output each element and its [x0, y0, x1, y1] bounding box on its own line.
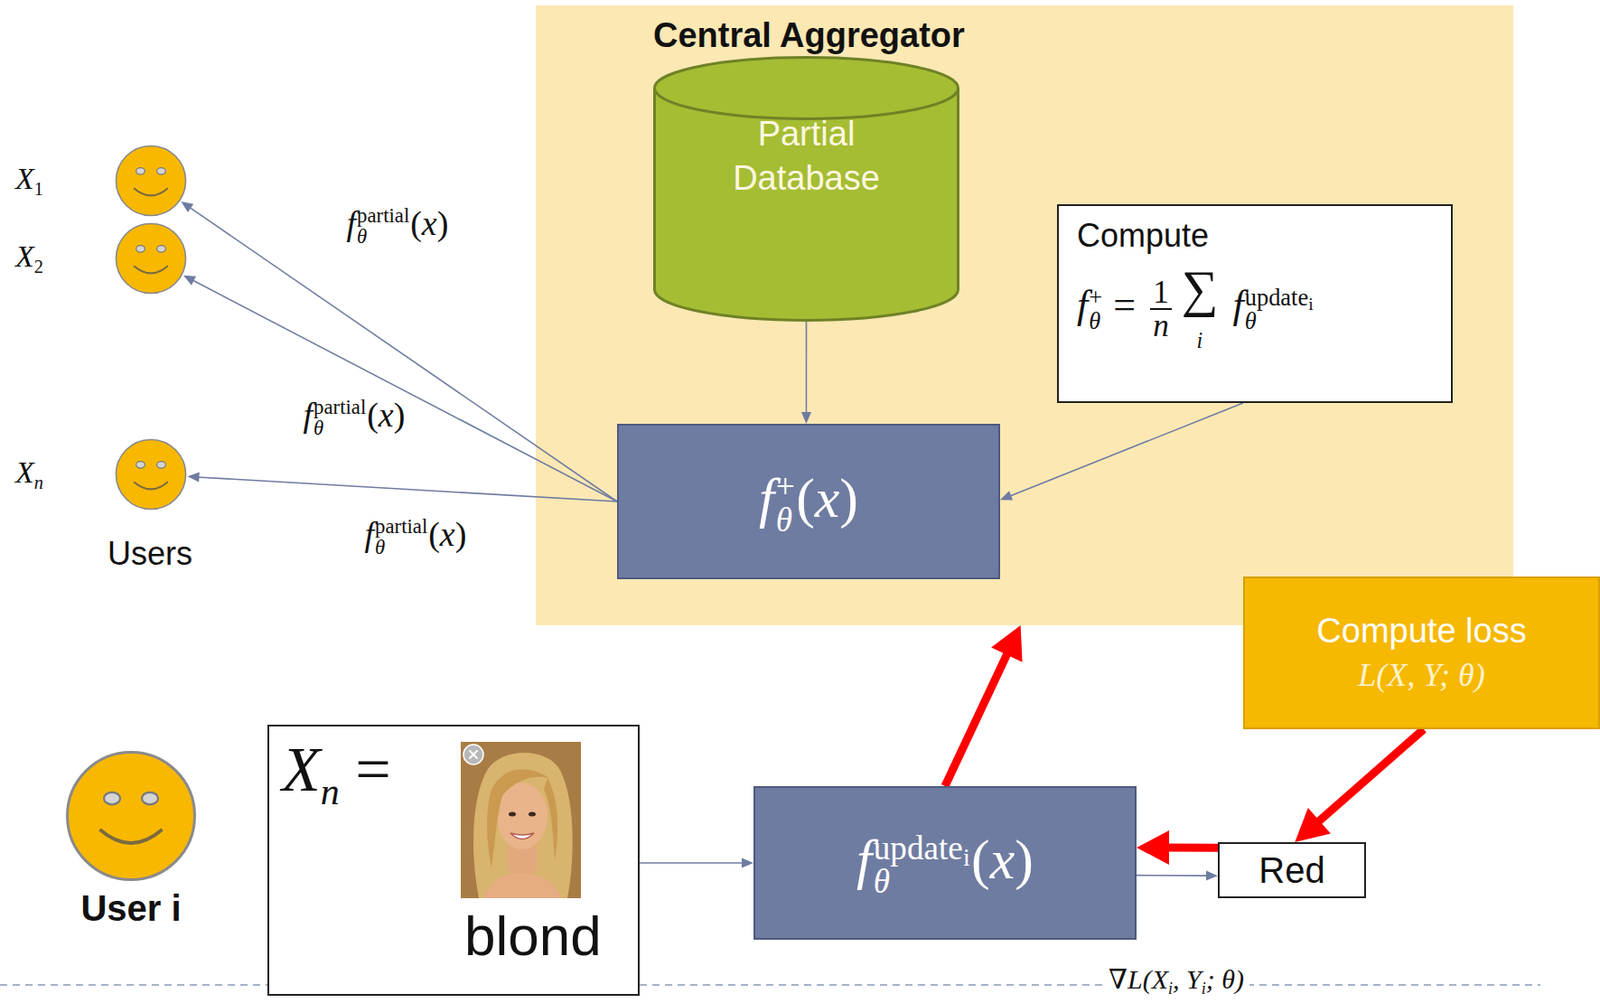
- user-icon: X1: [10, 142, 188, 219]
- edge-label: fθpartial(x): [303, 395, 406, 440]
- aggregator-panel: Central AggregatorPartial DatabaseComput…: [535, 5, 1514, 626]
- smiley-icon: [113, 143, 188, 218]
- node-text: fθupdatei(x): [856, 827, 1034, 899]
- model-box: fθupdatei(x): [753, 785, 1137, 940]
- thin-arrow: [183, 275, 618, 502]
- node-text: fθ+ = 1n∑i fθupdatei: [1076, 262, 1315, 355]
- formula-box: Compute fθ+ = 1n∑i fθupdatei: [1057, 204, 1453, 403]
- thin-arrow: [180, 201, 618, 502]
- group-label: Users: [107, 534, 193, 572]
- red-arrow: [1136, 830, 1218, 865]
- connector-line: [639, 861, 745, 864]
- input-box: Xn = blond: [267, 724, 640, 996]
- node-text: Compute: [1076, 216, 1209, 254]
- node-text: User i: [80, 887, 181, 929]
- node-text: Xn =: [281, 733, 392, 814]
- node-text: Red: [1258, 849, 1325, 891]
- node-text: Central Aggregator: [653, 16, 965, 57]
- thin-arrow: [1000, 402, 1244, 501]
- output-box: Red: [1217, 842, 1367, 899]
- connector-line: [1009, 402, 1244, 496]
- model-box: fθ+(x): [617, 423, 1001, 580]
- thin-arrow: [187, 472, 618, 502]
- node-text: Compute loss: [1316, 611, 1526, 652]
- thin-arrow: [1136, 870, 1218, 881]
- loss-box: Compute lossL(X, Y; θ): [1243, 576, 1600, 730]
- footer-rule: [639, 983, 1541, 986]
- connector-line: [188, 206, 618, 502]
- arrowhead: [1206, 870, 1218, 881]
- connector-line: [1136, 874, 1209, 877]
- footer-rule: [0, 983, 268, 986]
- arrowhead: [991, 625, 1022, 663]
- node-text: L(X, Y; θ): [1357, 656, 1485, 694]
- connector-line: [805, 321, 808, 415]
- database-cylinder: Partial Database: [653, 56, 960, 322]
- connector-line: [945, 648, 1010, 786]
- thin-arrow: [801, 321, 812, 424]
- panel-fill: [535, 5, 1514, 626]
- edge-label: fθpartial(x): [346, 204, 450, 248]
- thin-arrow: [639, 858, 754, 869]
- arrowhead: [187, 472, 199, 483]
- portrait-photo: [460, 741, 581, 899]
- gradient-label: ∇L(Xi, Yi; θ): [1103, 963, 1250, 999]
- user-icon: Xn: [10, 436, 188, 513]
- connector-line: [191, 280, 618, 502]
- smiley-icon: [113, 437, 188, 512]
- node-text: Xn: [15, 454, 44, 495]
- edge-label: fθpartial(x): [364, 514, 468, 559]
- connector-line: [1314, 729, 1424, 825]
- arrowhead: [801, 411, 812, 424]
- red-arrow: [945, 625, 1023, 786]
- arrowhead: [183, 275, 197, 286]
- arrowhead: [1136, 830, 1170, 865]
- node-text: X2: [15, 238, 44, 279]
- user-icon: User i: [54, 748, 208, 934]
- node-text: X1: [15, 160, 44, 201]
- connector-line: [1162, 843, 1218, 852]
- arrowhead: [741, 858, 754, 869]
- arrowhead: [1294, 807, 1331, 843]
- node-text: Partial Database: [711, 112, 902, 202]
- smiley-icon: [113, 221, 188, 296]
- arrowhead: [1000, 490, 1013, 500]
- node-text: fθ+(x): [758, 466, 859, 538]
- red-arrow: [1294, 729, 1424, 843]
- connector-line: [196, 477, 618, 502]
- smiley-icon: [63, 748, 199, 884]
- arrowhead: [180, 201, 194, 213]
- user-icon: X2: [10, 220, 188, 297]
- node-text: blond: [464, 903, 602, 968]
